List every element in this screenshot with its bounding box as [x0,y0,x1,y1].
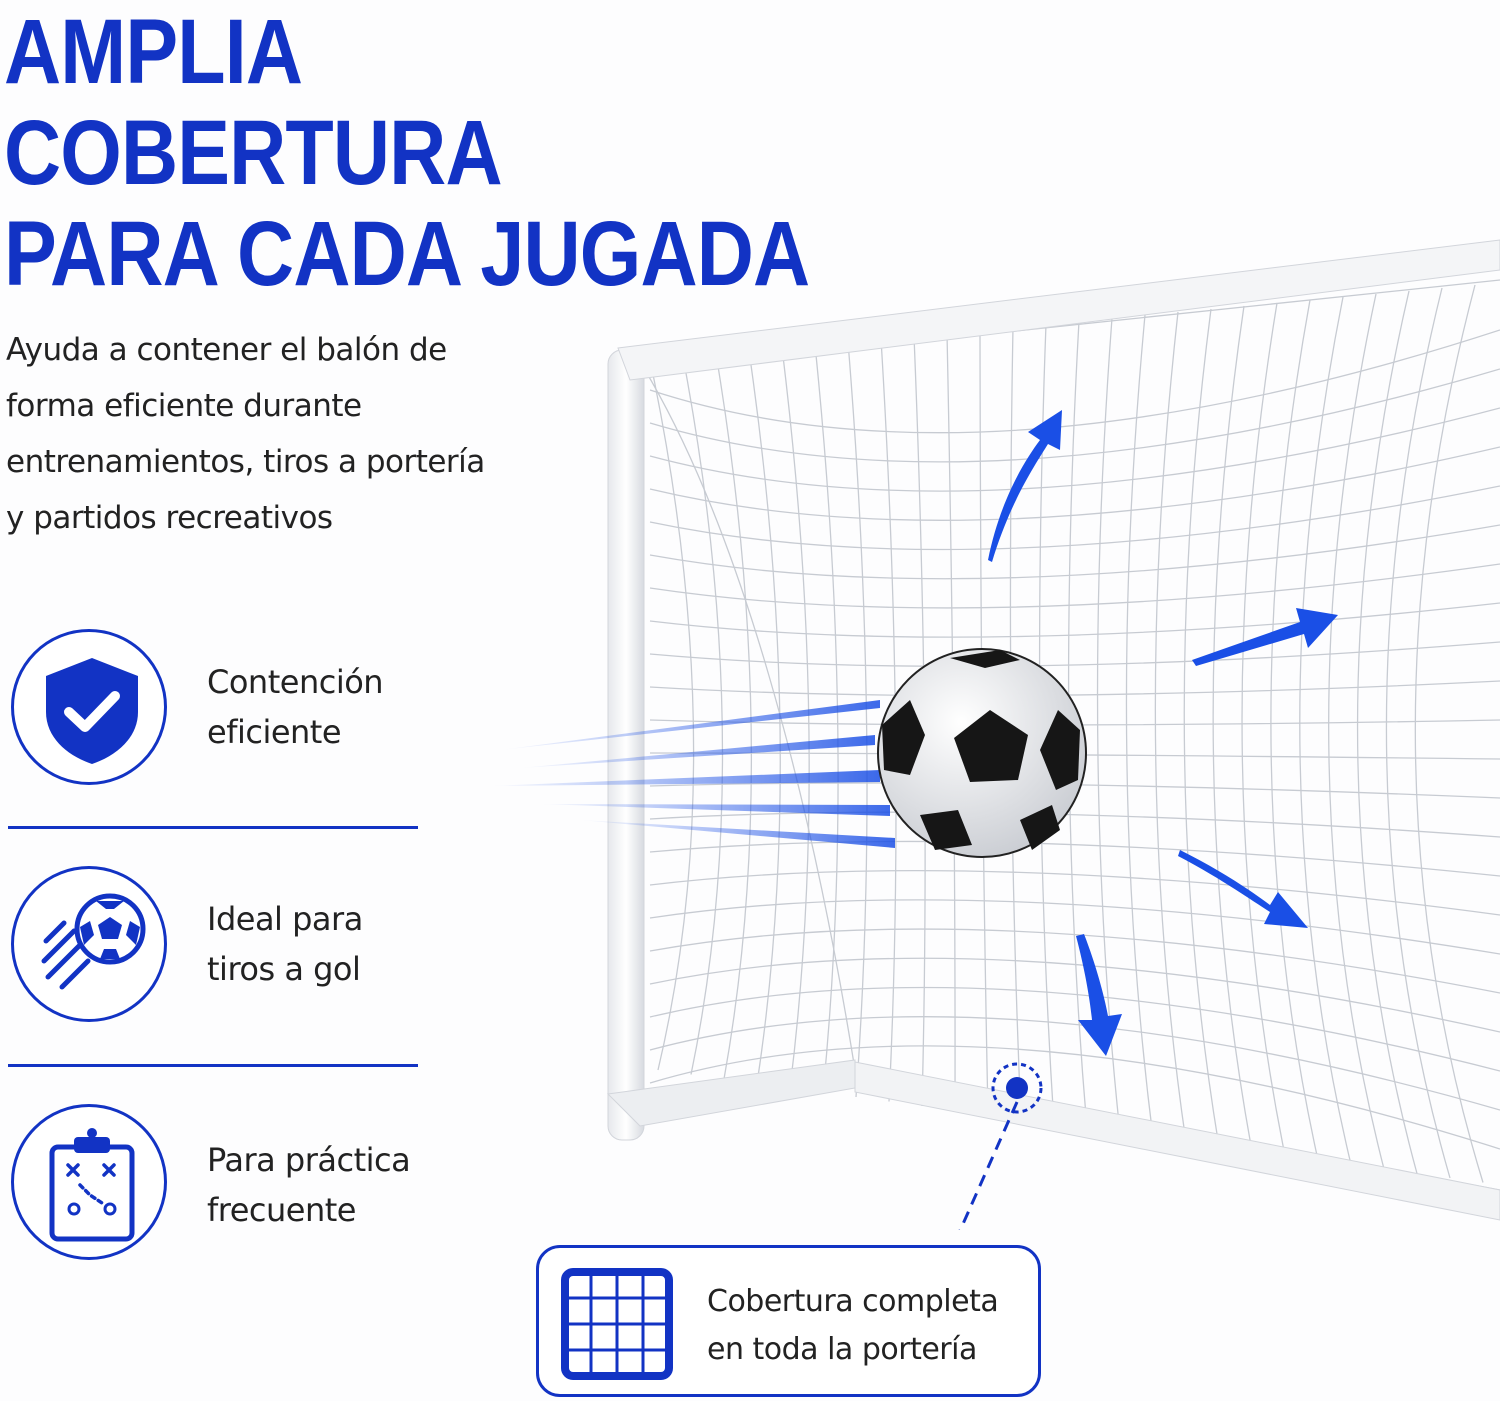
soccer-ball [877,648,1087,858]
intro-line-2: forma eficiente durante [6,388,362,424]
soccer-ball-motion-icon [11,866,167,1022]
intro-line-1: Ayuda a contener el balón de [6,332,447,368]
goal-frame [606,239,1500,1221]
feature-line-1: Contención [207,663,384,701]
headline-line-1: AMPLIA [4,1,303,103]
headline-line-2: COBERTURA [4,102,503,204]
headline: AMPLIA COBERTURA PARA CADA JUGADA [4,1,810,305]
feature-line-1: Para práctica [207,1141,411,1179]
callout-line-1: Cobertura completa [707,1284,999,1319]
feature-line-2: tiros a gol [207,950,361,988]
shield-check-icon [11,629,167,785]
target-marker [958,1062,1043,1230]
feature-contencion: Contención eficiente [207,657,384,757]
intro-text: Ayuda a contener el balón de forma efici… [6,322,526,546]
divider [8,826,418,829]
goal-illustration [490,239,1500,1230]
divider [8,1064,418,1067]
feature-line-2: frecuente [207,1191,356,1229]
coverage-callout: Cobertura completa en toda la portería [536,1245,1041,1397]
headline-line-3: PARA CADA JUGADA [4,203,810,305]
feature-practica: Para práctica frecuente [207,1135,411,1235]
callout-line-2: en toda la portería [707,1332,977,1367]
motion-streaks [490,700,895,848]
callout-text: Cobertura completa en toda la portería [707,1278,999,1374]
feature-line-2: eficiente [207,713,342,751]
feature-line-1: Ideal para [207,900,363,938]
arrow-icon [988,410,1338,1056]
feature-tiros: Ideal para tiros a gol [207,894,363,994]
clipboard-tactics-icon [11,1104,167,1260]
intro-line-3: entrenamientos, tiros a portería [6,444,485,480]
net-grid-icon [561,1268,673,1380]
intro-line-4: y partidos recreativos [6,500,333,536]
